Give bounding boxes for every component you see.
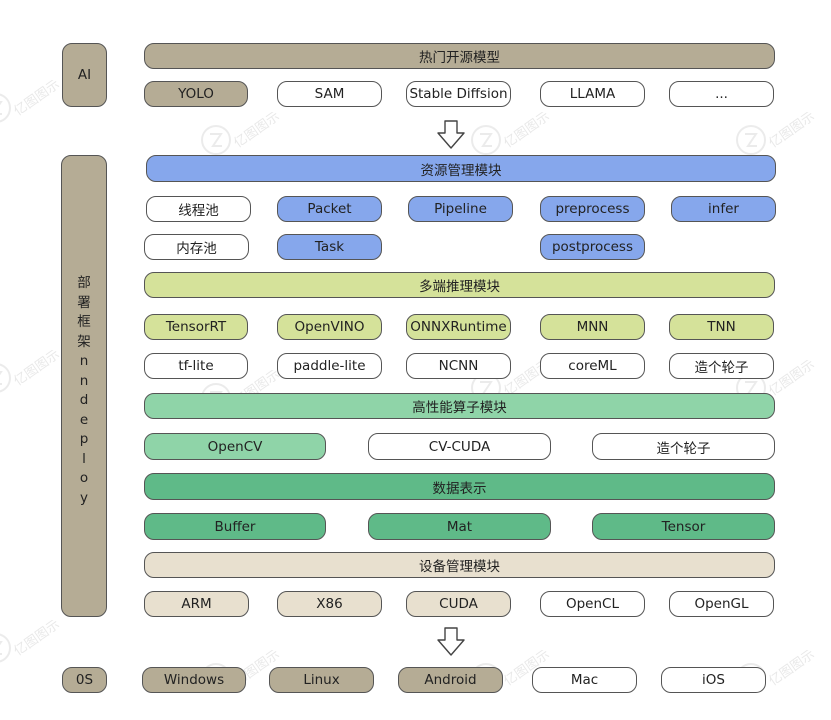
resource-item-memory-pool: 内存池 (144, 234, 249, 260)
resource-section-title: 资源管理模块 (146, 155, 776, 182)
resource-item-infer: infer (671, 196, 776, 222)
watermark-logo-icon: 亿图图示 (0, 617, 70, 674)
inference-item-onnxruntime: ONNXRuntime (406, 314, 511, 340)
os-item-android: Android (398, 667, 503, 693)
os-item-windows: Windows (142, 667, 246, 693)
resource-item-task: Task (277, 234, 382, 260)
down-arrow-icon (437, 120, 465, 149)
os-layer-label: 0S (62, 667, 107, 693)
svg-text:亿图图示: 亿图图示 (501, 112, 552, 151)
inference-item-tf-lite: tf-lite (144, 353, 248, 379)
model-item-more: ... (669, 81, 774, 107)
device-item-x86: X86 (277, 591, 382, 617)
operator-item-opencv: OpenCV (144, 433, 326, 460)
framework-label-char: 部 (77, 275, 91, 291)
svg-text:亿图图示: 亿图图示 (11, 80, 62, 119)
data-section-title: 数据表示 (144, 473, 775, 500)
inference-item-openvino: OpenVINO (277, 314, 382, 340)
svg-text:亿图图示: 亿图图示 (231, 112, 282, 151)
watermark-logo-icon: 亿图图示 (200, 109, 290, 166)
inference-item-tnn: TNN (669, 314, 774, 340)
operator-item-custom-wheel: 造个轮子 (592, 433, 775, 460)
resource-item-pipeline: Pipeline (408, 196, 513, 222)
model-item-stable-diffusion: Stable Diffsion (406, 81, 511, 107)
framework-label-char: 框 (77, 314, 91, 330)
data-item-tensor: Tensor (592, 513, 775, 540)
resource-item-postprocess: postprocess (540, 234, 645, 260)
framework-label-char: e (79, 411, 89, 428)
device-section-title: 设备管理模块 (144, 552, 775, 578)
device-item-opencl: OpenCL (540, 591, 645, 617)
svg-text:亿图图示: 亿图图示 (766, 360, 817, 399)
inference-item-paddle-lite: paddle-lite (277, 353, 382, 379)
operators-section-title: 高性能算子模块 (144, 393, 775, 419)
inference-item-coreml: coreML (540, 353, 645, 379)
framework-label-char: 架 (77, 333, 91, 350)
device-item-arm: ARM (144, 591, 249, 617)
svg-text:亿图图示: 亿图图示 (11, 620, 62, 659)
framework-label-char: 署 (77, 294, 91, 311)
watermark-logo-icon: 亿图图示 (0, 347, 70, 404)
framework-label-char: l (82, 450, 86, 467)
models-section-title: 热门开源模型 (144, 43, 775, 69)
svg-text:亿图图示: 亿图图示 (766, 112, 817, 151)
device-item-cuda: CUDA (406, 591, 511, 617)
svg-text:亿图图示: 亿图图示 (11, 350, 62, 389)
os-item-linux: Linux (269, 667, 374, 693)
ai-layer-label: AI (62, 43, 107, 107)
data-item-buffer: Buffer (144, 513, 326, 540)
svg-text:亿图图示: 亿图图示 (766, 650, 817, 689)
inference-item-ncnn: NCNN (406, 353, 511, 379)
model-item-yolo: YOLO (144, 81, 248, 107)
inference-section-title: 多端推理模块 (144, 272, 775, 298)
model-item-llama: LLAMA (540, 81, 645, 107)
framework-label-char: p (79, 431, 89, 447)
inference-item-tensorrt: TensorRT (144, 314, 248, 340)
framework-label-char: n (79, 353, 89, 369)
framework-label-char: o (79, 470, 89, 486)
down-arrow-icon (437, 627, 465, 656)
resource-item-thread-pool: 线程池 (146, 196, 251, 222)
framework-label-char: y (80, 489, 88, 506)
framework-label-char: n (79, 372, 89, 389)
watermark-logo-icon: 亿图图示 (470, 109, 560, 166)
watermark-logo-icon: 亿图图示 (470, 357, 560, 414)
resource-item-packet: Packet (277, 196, 382, 222)
watermark-logo-icon: 亿图图示 (735, 109, 825, 166)
watermark-logo-icon: 亿图图示 (0, 77, 70, 134)
operator-item-cv-cuda: CV-CUDA (368, 433, 551, 460)
os-item-ios: iOS (661, 667, 766, 693)
inference-item-mnn: MNN (540, 314, 645, 340)
inference-item-custom-wheel: 造个轮子 (669, 353, 774, 379)
device-item-opengl: OpenGL (669, 591, 774, 617)
os-item-mac: Mac (532, 667, 637, 693)
framework-label-char: d (79, 392, 89, 408)
model-item-sam: SAM (277, 81, 382, 107)
resource-item-preprocess: preprocess (540, 196, 645, 222)
data-item-mat: Mat (368, 513, 551, 540)
